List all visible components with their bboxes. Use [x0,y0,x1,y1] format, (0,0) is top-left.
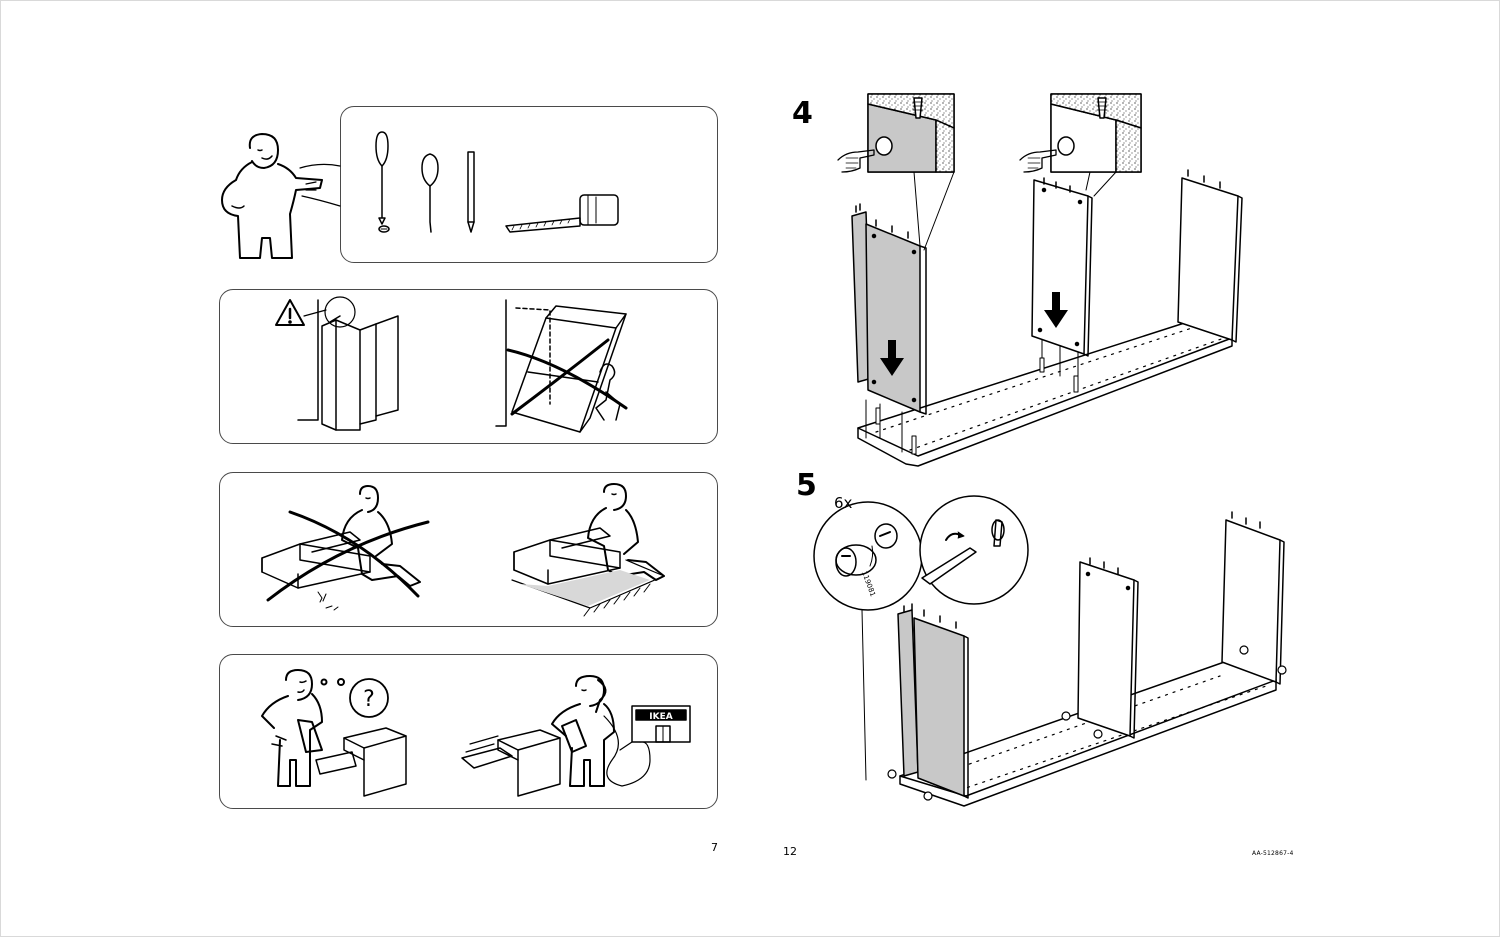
document-code: AA-512867-4 [1252,850,1294,857]
ikea-sign-text: IKEA [649,712,672,722]
cross-out-mark-2 [266,510,430,602]
wall-anchor-panel [219,289,718,444]
loose-boards-2-icon [461,729,561,797]
step4-left-panel [865,219,927,453]
confused-man-icon [261,669,345,787]
step5-quantity: 6x [834,494,853,512]
screwdriver-icon [375,131,390,233]
awl-icon [421,153,439,233]
instruction-man-icon [221,133,341,259]
question-mark-icon: ? [349,678,389,718]
step5-detail-screwdriver [919,495,1029,605]
pencil-icon [467,151,475,233]
left-page-number: 7 [711,841,718,854]
pointing-hand-icon [837,149,875,173]
anchor-detail-circle [324,296,356,328]
loose-boards-icon [315,727,407,797]
tape-measure-icon [505,194,619,233]
step-4-number: 4 [792,96,813,131]
step5-left-panel [903,603,969,799]
svg-text:?: ? [363,687,375,712]
step4-detail-left [867,93,955,173]
step4-detail-right [1050,93,1142,173]
right-page-number: 12 [783,845,797,858]
step5-middle-panel [1077,557,1139,739]
step5-end-panel [1221,511,1285,685]
frame-on-bare-floor-icon [261,531,371,611]
step4-end-panel [1177,169,1243,343]
tipping-cabinet-icon [495,299,627,433]
step-5-number: 5 [796,468,817,503]
step4-pegs [875,357,1079,455]
step5-leader-line [861,609,867,781]
frame-on-rug-icon [511,527,665,617]
step5-cam-locks [887,645,1287,801]
floor-protection-panel [219,472,718,627]
step5-detail-cams [813,501,923,611]
step4-arrow-down-right [1044,292,1068,328]
anchored-cabinet-icon [297,299,399,431]
step4-arrow-down-left [880,340,904,376]
pointing-hand-2-icon [1019,149,1057,173]
tools-panel [340,106,718,263]
rug-shading [520,570,650,606]
phone-man-icon [551,675,651,787]
cross-out-mark-1 [506,338,628,416]
warning-triangle-icon [275,299,305,326]
ikea-store-sign-icon [619,705,691,751]
